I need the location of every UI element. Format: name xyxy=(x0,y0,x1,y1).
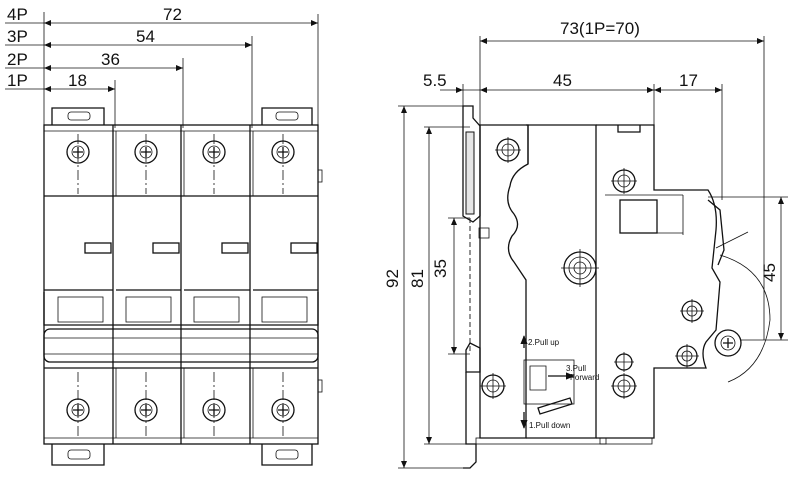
rivet-icon xyxy=(480,373,506,399)
handle-slots xyxy=(84,242,318,254)
top-terminal-screws xyxy=(66,134,295,194)
top-rail-clips xyxy=(51,107,313,125)
dim-rail-width: 35 xyxy=(431,259,450,278)
front-dimension-ladder: 4P 72 3P 54 2P 36 1P 18 xyxy=(5,5,319,128)
dim-overall-depth: 73(1P=70) xyxy=(560,19,640,38)
dim-handle-height: 45 xyxy=(760,263,779,282)
instruction-pull-down: 1.Pull down xyxy=(529,421,570,430)
instruction-pull-up: 2.Pull up xyxy=(528,338,560,347)
removal-instructions: 2.Pull up 3.Pull Forward 1.Pull down xyxy=(520,335,599,430)
instruction-pull-forward-1: 3.Pull xyxy=(566,364,586,373)
rivet-icon xyxy=(611,373,637,399)
front-view: 4P 72 3P 54 2P 36 1P 18 xyxy=(5,5,323,466)
breaker-body-front xyxy=(43,124,323,445)
rivet-icon xyxy=(611,168,637,194)
bottom-terminal-screws xyxy=(66,372,295,436)
dim-3p-width: 54 xyxy=(136,27,155,46)
side-right-dimension: 45 xyxy=(708,196,788,341)
dim-overall-height: 92 xyxy=(383,269,402,288)
side-left-dimensions: 92 81 35 xyxy=(383,105,470,469)
dim-body-height: 81 xyxy=(408,269,427,288)
rivet-icon xyxy=(675,344,699,368)
label-3p: 3P xyxy=(7,27,28,46)
dim-1p-width: 18 xyxy=(68,71,87,90)
dim-2p-width: 36 xyxy=(101,50,120,69)
dim-front-offset: 5.5 xyxy=(423,71,447,90)
rivet-icon xyxy=(614,352,634,372)
handle-swing-arc xyxy=(707,199,771,383)
label-2p: 2P xyxy=(7,50,28,69)
label-1p: 1P xyxy=(7,71,28,90)
handle-pivot-icon xyxy=(714,329,742,357)
rivet-icon xyxy=(680,299,704,323)
dim-4p-width: 72 xyxy=(163,5,182,24)
rivet-icon xyxy=(561,249,599,287)
side-view: 73(1P=70) 5.5 45 17 92 81 xyxy=(383,19,788,469)
bottom-rail-clips xyxy=(51,444,313,466)
rivet-icon xyxy=(495,137,521,163)
label-4p: 4P xyxy=(7,5,28,24)
breaker-body-side xyxy=(475,124,721,445)
side-rivets xyxy=(480,137,704,399)
dim-handle-depth: 17 xyxy=(679,71,698,90)
handle-tie-bar xyxy=(43,289,319,363)
instruction-pull-forward-2: Forward xyxy=(570,373,599,382)
dim-body-depth: 45 xyxy=(553,71,572,90)
din-clip xyxy=(462,105,490,469)
